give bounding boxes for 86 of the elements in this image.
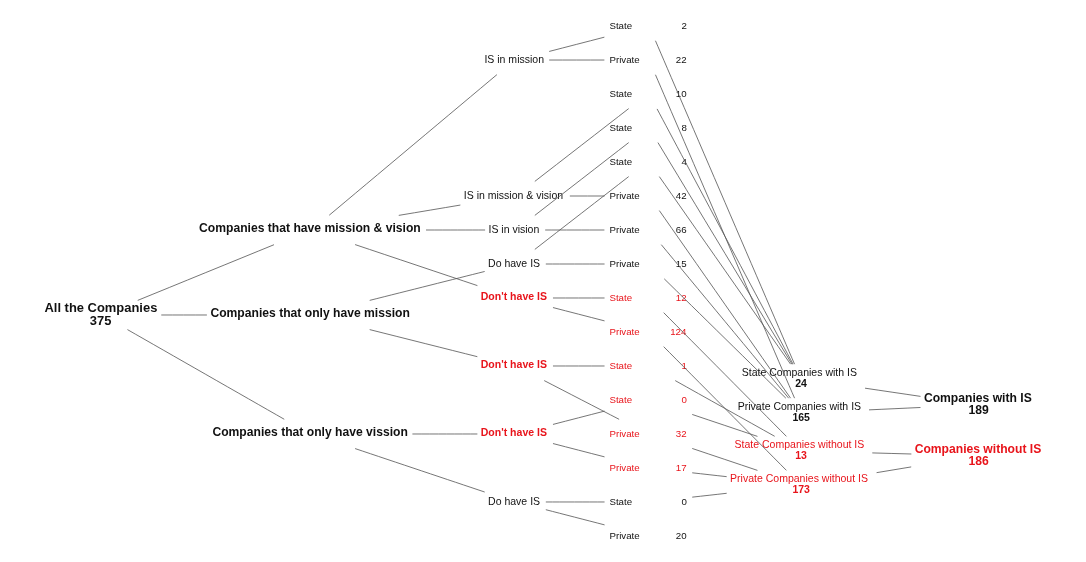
connector <box>544 229 605 231</box>
connector <box>533 108 629 182</box>
node-label: 0 <box>681 495 687 507</box>
node-text: State Companies with IS 24 <box>741 366 857 389</box>
node-text: Private <box>608 461 640 473</box>
node-text: State Companies without IS 13 <box>734 438 864 461</box>
connector <box>658 210 791 399</box>
connector <box>864 387 921 397</box>
node-label: 10 <box>675 87 687 99</box>
connector <box>368 271 485 301</box>
connector <box>658 176 791 365</box>
node-text: State <box>608 87 632 99</box>
node-text: Private <box>608 189 640 201</box>
node-text: Companies with IS 189 <box>923 390 1032 417</box>
node-label: 32 <box>675 427 687 439</box>
node-text: Private <box>608 427 640 439</box>
connector <box>533 142 629 216</box>
node-text: Private <box>608 325 640 337</box>
node-text: State <box>608 359 632 371</box>
node-label: 22 <box>675 53 687 65</box>
node-label: 8 <box>681 121 687 133</box>
connector <box>871 452 912 455</box>
connector <box>126 329 285 420</box>
connector <box>552 410 605 425</box>
node-text: Do have IS <box>487 256 540 269</box>
node-label: 0 <box>681 393 687 405</box>
connector <box>354 448 485 493</box>
connector <box>544 509 605 526</box>
connector <box>328 74 497 216</box>
node-label: 15 <box>675 257 687 269</box>
connector <box>660 244 789 399</box>
connector <box>552 307 605 322</box>
node-text: Do have IS <box>487 494 540 507</box>
connector <box>868 407 921 411</box>
node-text: Companies without IS 186 <box>914 441 1041 468</box>
node-text: Don't have IS <box>480 425 547 438</box>
node-text: Don't have IS <box>480 357 547 370</box>
connector <box>691 472 727 478</box>
node-text: State <box>608 393 632 405</box>
node-text: State <box>608 291 632 303</box>
node-text: Private <box>608 529 640 541</box>
node-label: 20 <box>675 529 687 541</box>
connector <box>136 244 274 301</box>
node-label: 66 <box>675 223 687 235</box>
node-text: IS in vision <box>487 222 539 235</box>
connector <box>354 244 478 286</box>
connector <box>533 176 629 250</box>
node-text: Don't have IS <box>480 289 547 302</box>
connector <box>654 74 795 399</box>
connector <box>397 204 461 216</box>
node-text: Private <box>608 223 640 235</box>
connector <box>368 329 478 358</box>
node-text: State <box>608 121 632 133</box>
connector <box>691 448 758 471</box>
connector <box>662 312 787 437</box>
node-label: 12 <box>675 291 687 303</box>
node-label: 124 <box>669 325 686 337</box>
connector <box>691 492 727 498</box>
connector <box>548 36 605 52</box>
node-text: Private Companies with IS 165 <box>737 400 861 423</box>
connector <box>552 443 605 458</box>
connector <box>654 40 795 365</box>
node-label: 1 <box>681 359 687 371</box>
node-text: IS in mission <box>483 52 544 65</box>
connector <box>663 278 786 399</box>
node-label: 42 <box>675 189 687 201</box>
node-text: Companies that only have vission <box>211 425 408 440</box>
node-text: Companies that have mission & vision <box>198 221 421 236</box>
connector <box>674 380 775 437</box>
node-text: Private <box>608 257 640 269</box>
node-text: Private <box>608 53 640 65</box>
node-text: IS in mission & vision <box>463 188 563 201</box>
node-text: Companies that only have mission <box>209 306 410 321</box>
node-text: Private Companies without IS 173 <box>729 472 868 495</box>
connector <box>568 195 605 197</box>
node-label: 2 <box>681 19 687 31</box>
node-text: All the Companies 375 <box>43 299 157 328</box>
connector <box>691 414 758 437</box>
connector <box>543 380 620 420</box>
node-label: 17 <box>675 461 687 473</box>
node-label: 4 <box>681 155 687 167</box>
connector <box>662 346 787 471</box>
node-text: State <box>608 495 632 507</box>
node-text: State <box>608 155 632 167</box>
node-text: State <box>608 19 632 31</box>
connector <box>875 466 912 474</box>
